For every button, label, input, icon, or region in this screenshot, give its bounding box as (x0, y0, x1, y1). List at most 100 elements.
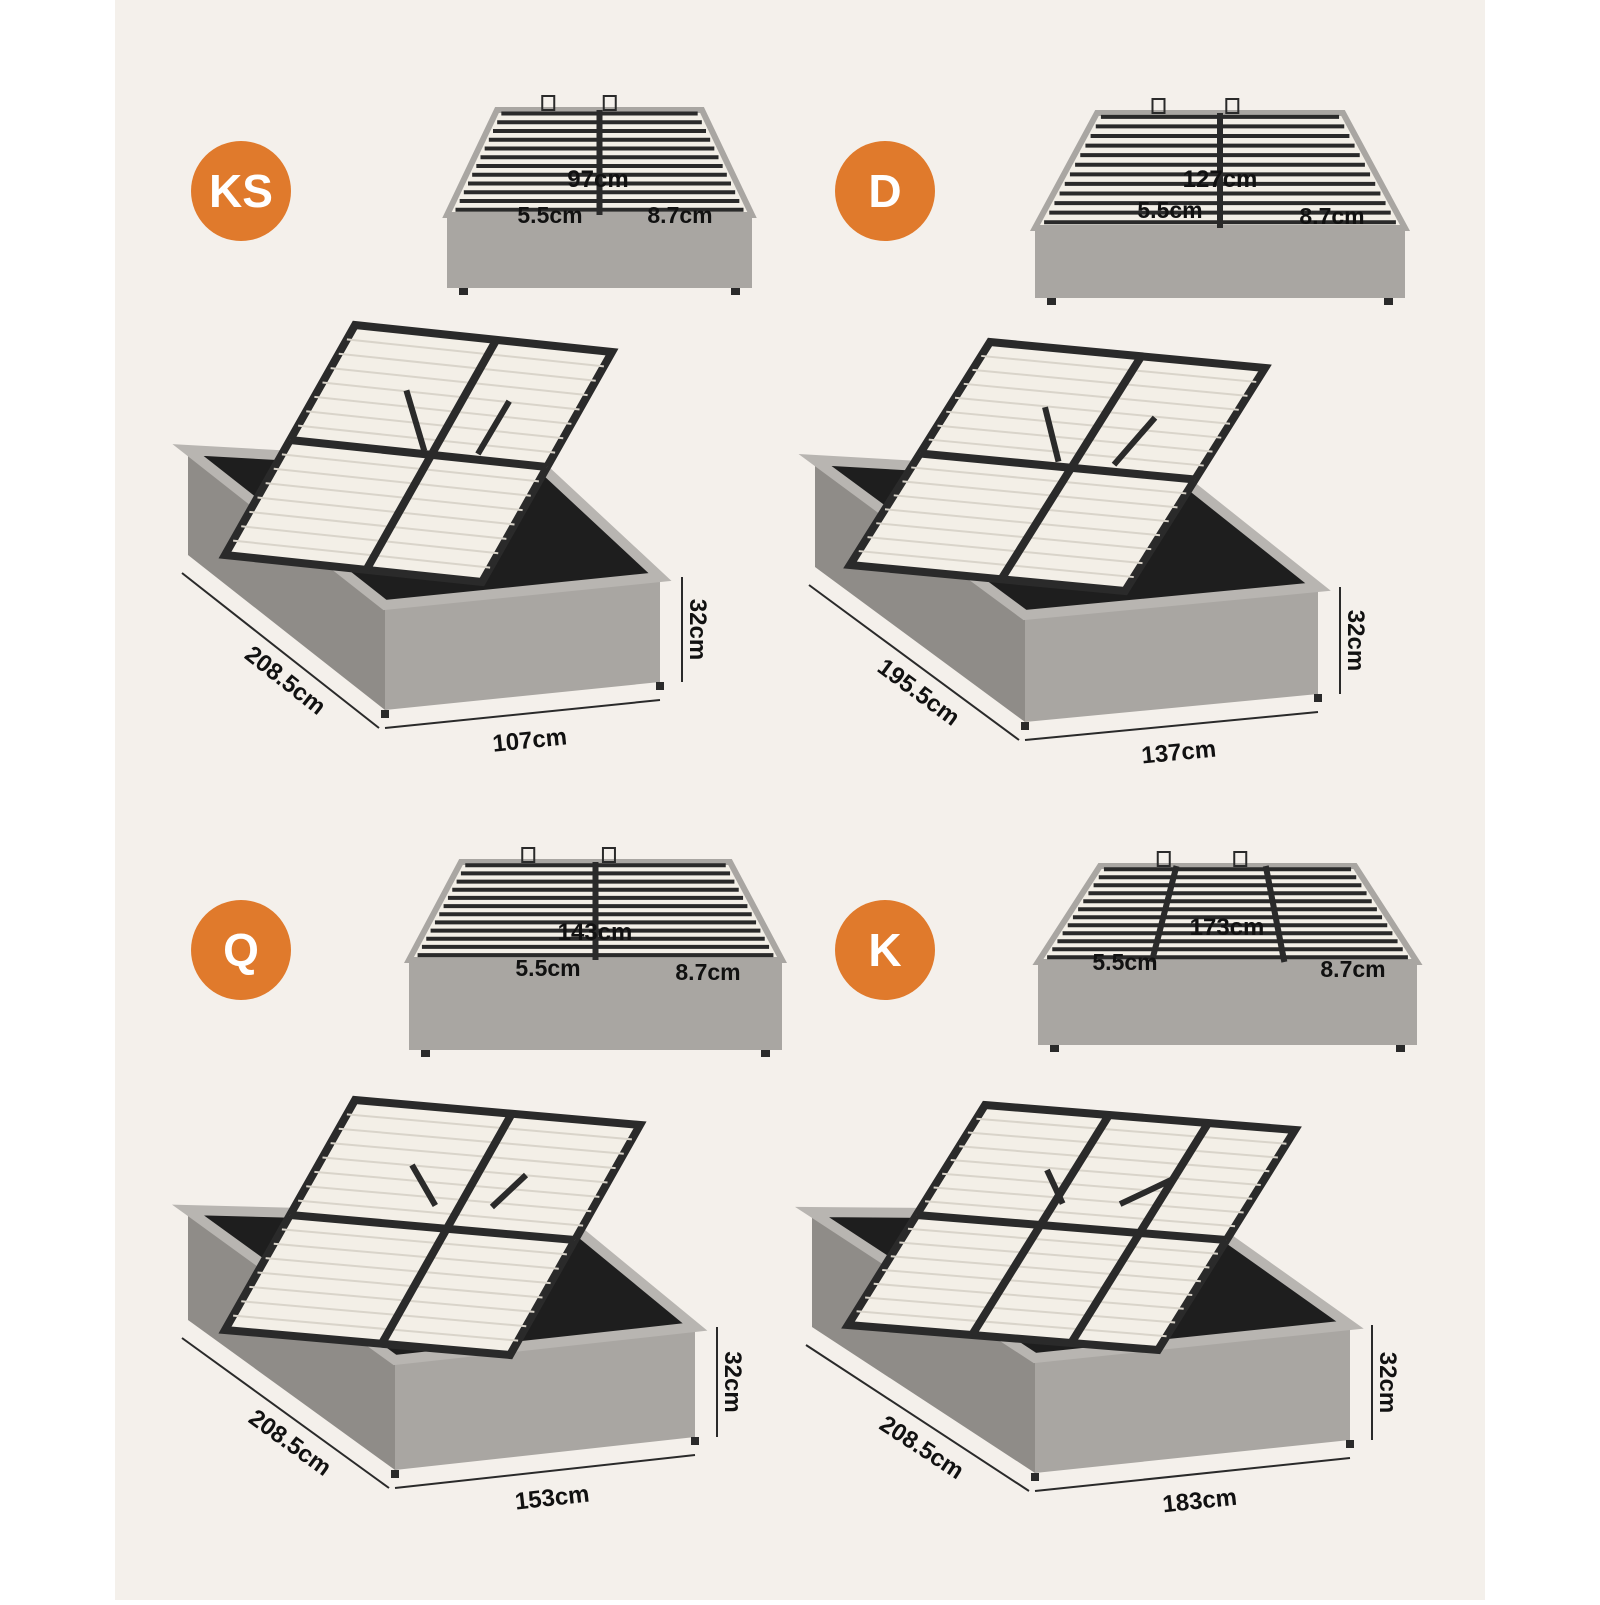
lift-handle (521, 847, 536, 863)
slat (281, 1228, 567, 1256)
top-view-slat-width: 127cm (1183, 166, 1258, 193)
slat (306, 1185, 592, 1213)
foot (1031, 1473, 1039, 1481)
slat (257, 496, 515, 526)
top-view-slat-width: 173cm (1190, 914, 1265, 941)
gas-strut (1042, 406, 1062, 463)
gas-strut (409, 1163, 438, 1207)
size-badge-k: K (835, 900, 935, 1000)
size-badge-d: D (835, 141, 935, 241)
slat (298, 424, 556, 454)
length-dimension-line (805, 1344, 1030, 1492)
slat (322, 381, 580, 411)
top-view-slat-width: 97cm (567, 166, 628, 193)
slat (330, 367, 588, 397)
size-badge-label: K (868, 924, 902, 976)
base-side-left (812, 1212, 1035, 1473)
gas-strut (475, 399, 512, 456)
slat (963, 382, 1239, 411)
top-view: 97cm 5.5cm 8.7cm (442, 95, 757, 295)
cross-rail (916, 1211, 1227, 1244)
slat (981, 354, 1257, 383)
length-dimension-line (181, 572, 380, 729)
slat (265, 1257, 551, 1285)
foot (1047, 298, 1056, 305)
base-side-front (1025, 587, 1318, 722)
slat (882, 1269, 1193, 1296)
top-view-gap-right: 8.7cm (675, 959, 740, 985)
center-rail (1262, 865, 1288, 963)
slat (972, 368, 1248, 397)
base-fabric (447, 215, 752, 288)
foot (391, 1470, 399, 1478)
slat (241, 525, 499, 555)
base-side-left (188, 450, 385, 710)
gas-strut (1044, 1168, 1066, 1205)
top-view-gap-left: 5.5cm (517, 202, 582, 228)
cross-rail (919, 449, 1196, 484)
slat (876, 522, 1152, 551)
lift-handle (602, 95, 617, 111)
cross-rail (289, 1211, 576, 1244)
foot (1396, 1045, 1405, 1052)
height-label: 32cm (1342, 610, 1369, 671)
foot (421, 1050, 430, 1057)
slat (890, 1255, 1201, 1283)
size-badge-label: KS (209, 165, 273, 217)
slat (856, 1310, 1167, 1338)
gas-strut (1118, 1177, 1173, 1207)
top-view-gap-left: 5.5cm (1092, 949, 1157, 975)
slat (322, 1156, 608, 1184)
slat (942, 1172, 1253, 1200)
slat (928, 438, 1204, 467)
slat (257, 1271, 543, 1299)
size-badge-q: Q (191, 900, 291, 1000)
width-dimension-line (1034, 1457, 1351, 1492)
slat (937, 424, 1213, 453)
center-rail (1067, 1120, 1212, 1346)
lift-handle (1156, 851, 1171, 867)
base-side-front (395, 1327, 695, 1470)
slat (976, 1117, 1287, 1145)
foot (1346, 1440, 1354, 1448)
foot (731, 288, 740, 295)
base-fabric (1038, 962, 1417, 1045)
slat (346, 338, 604, 368)
lift-handle (1233, 851, 1248, 867)
slat (893, 494, 1169, 523)
slat (959, 1145, 1270, 1173)
foot (381, 710, 389, 718)
width-dimension-line (1024, 711, 1319, 741)
length-dimension-line (808, 584, 1020, 741)
center-rail (378, 1111, 516, 1346)
slat (924, 1200, 1236, 1228)
slat (967, 1131, 1278, 1159)
gas-strut (1111, 415, 1158, 467)
slat (298, 1199, 584, 1227)
slat-deck (1032, 863, 1423, 965)
slat (338, 352, 596, 382)
center-rail (1148, 865, 1180, 963)
foot (1314, 694, 1322, 702)
width-dimension-line (384, 699, 661, 729)
slat (306, 410, 564, 440)
top-view-slat-width: 143cm (558, 919, 633, 946)
slat (884, 508, 1161, 537)
base-side-left (188, 1210, 395, 1470)
slat (873, 1282, 1184, 1310)
slat (858, 550, 1134, 579)
lift-handle (601, 847, 616, 863)
slat (933, 1186, 1244, 1214)
slat (233, 1314, 519, 1342)
gas-strut (403, 389, 428, 452)
top-view-gap-right: 8.7cm (647, 202, 712, 228)
base-fabric (1035, 228, 1405, 298)
